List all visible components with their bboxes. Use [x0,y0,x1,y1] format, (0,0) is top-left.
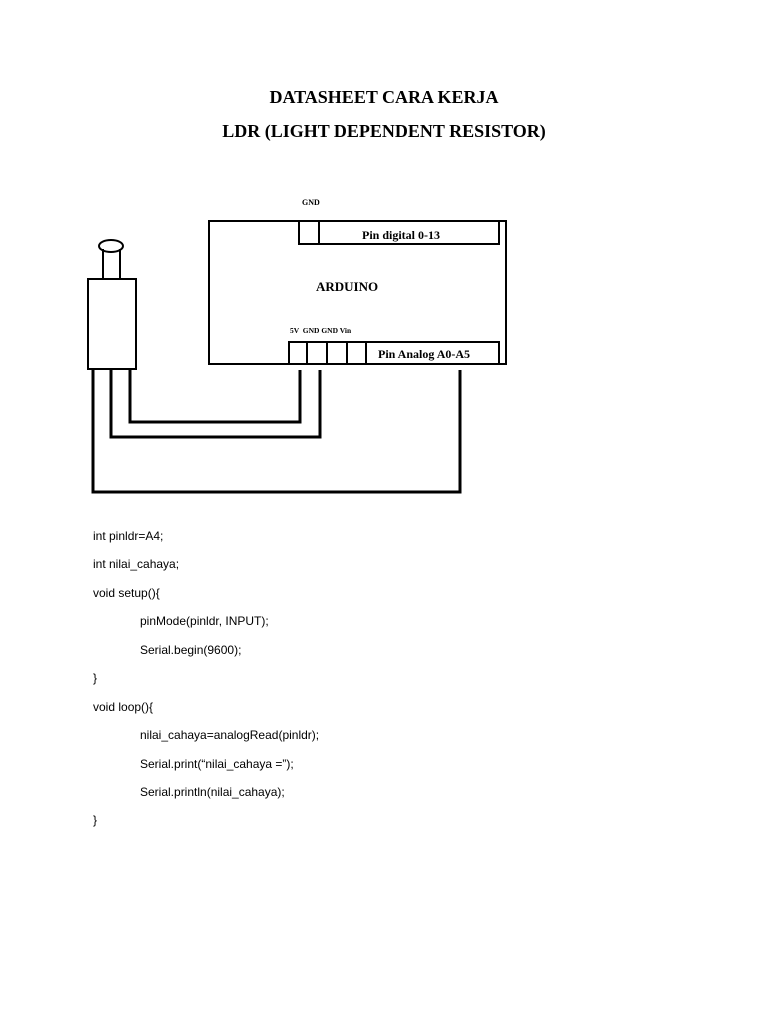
wire-5v [128,369,302,424]
code-line: void loop(){ [93,700,154,714]
wires [91,369,462,494]
ldr-body [87,278,137,370]
code-line: } [93,671,98,685]
arduino-label: ARDUINO [316,279,378,294]
code-line: Serial.println(nilai_cahaya); [140,785,285,799]
code-line: int nilai_cahaya; [93,557,180,571]
digital-pin-label: Pin digital 0-13 [362,228,440,242]
gnd-top-label: GND [302,198,320,207]
code-line: Serial.print(“nilai_cahaya =”); [140,757,294,771]
analog-pin-header [288,341,500,365]
ldr-sensor [87,239,137,370]
document-title: DATASHEET CARA KERJA [269,87,499,107]
wiring-diagram: GND Pin digital 0-13 ARDUINO 5V GND GND … [87,198,507,494]
code-line: void setup(){ [93,586,160,600]
ldr-head [98,239,124,253]
code-line: nilai_cahaya=analogRead(pinldr); [140,728,320,742]
document-subtitle: LDR (LIGHT DEPENDENT RESISTOR) [222,121,546,141]
code-line: int pinldr=A4; [93,529,164,543]
arduino-board [208,220,507,365]
code-line: Serial.begin(9600); [140,643,242,657]
code-line: pinMode(pinldr, INPUT); [140,614,269,628]
wire-gnd [109,369,322,439]
analog-pin-label: Pin Analog A0-A5 [378,347,470,361]
power-pins-label: 5V GND GND Vin [290,326,352,335]
digital-pin-header [298,220,500,245]
code-line: } [93,813,98,827]
wire-analog [91,369,462,494]
